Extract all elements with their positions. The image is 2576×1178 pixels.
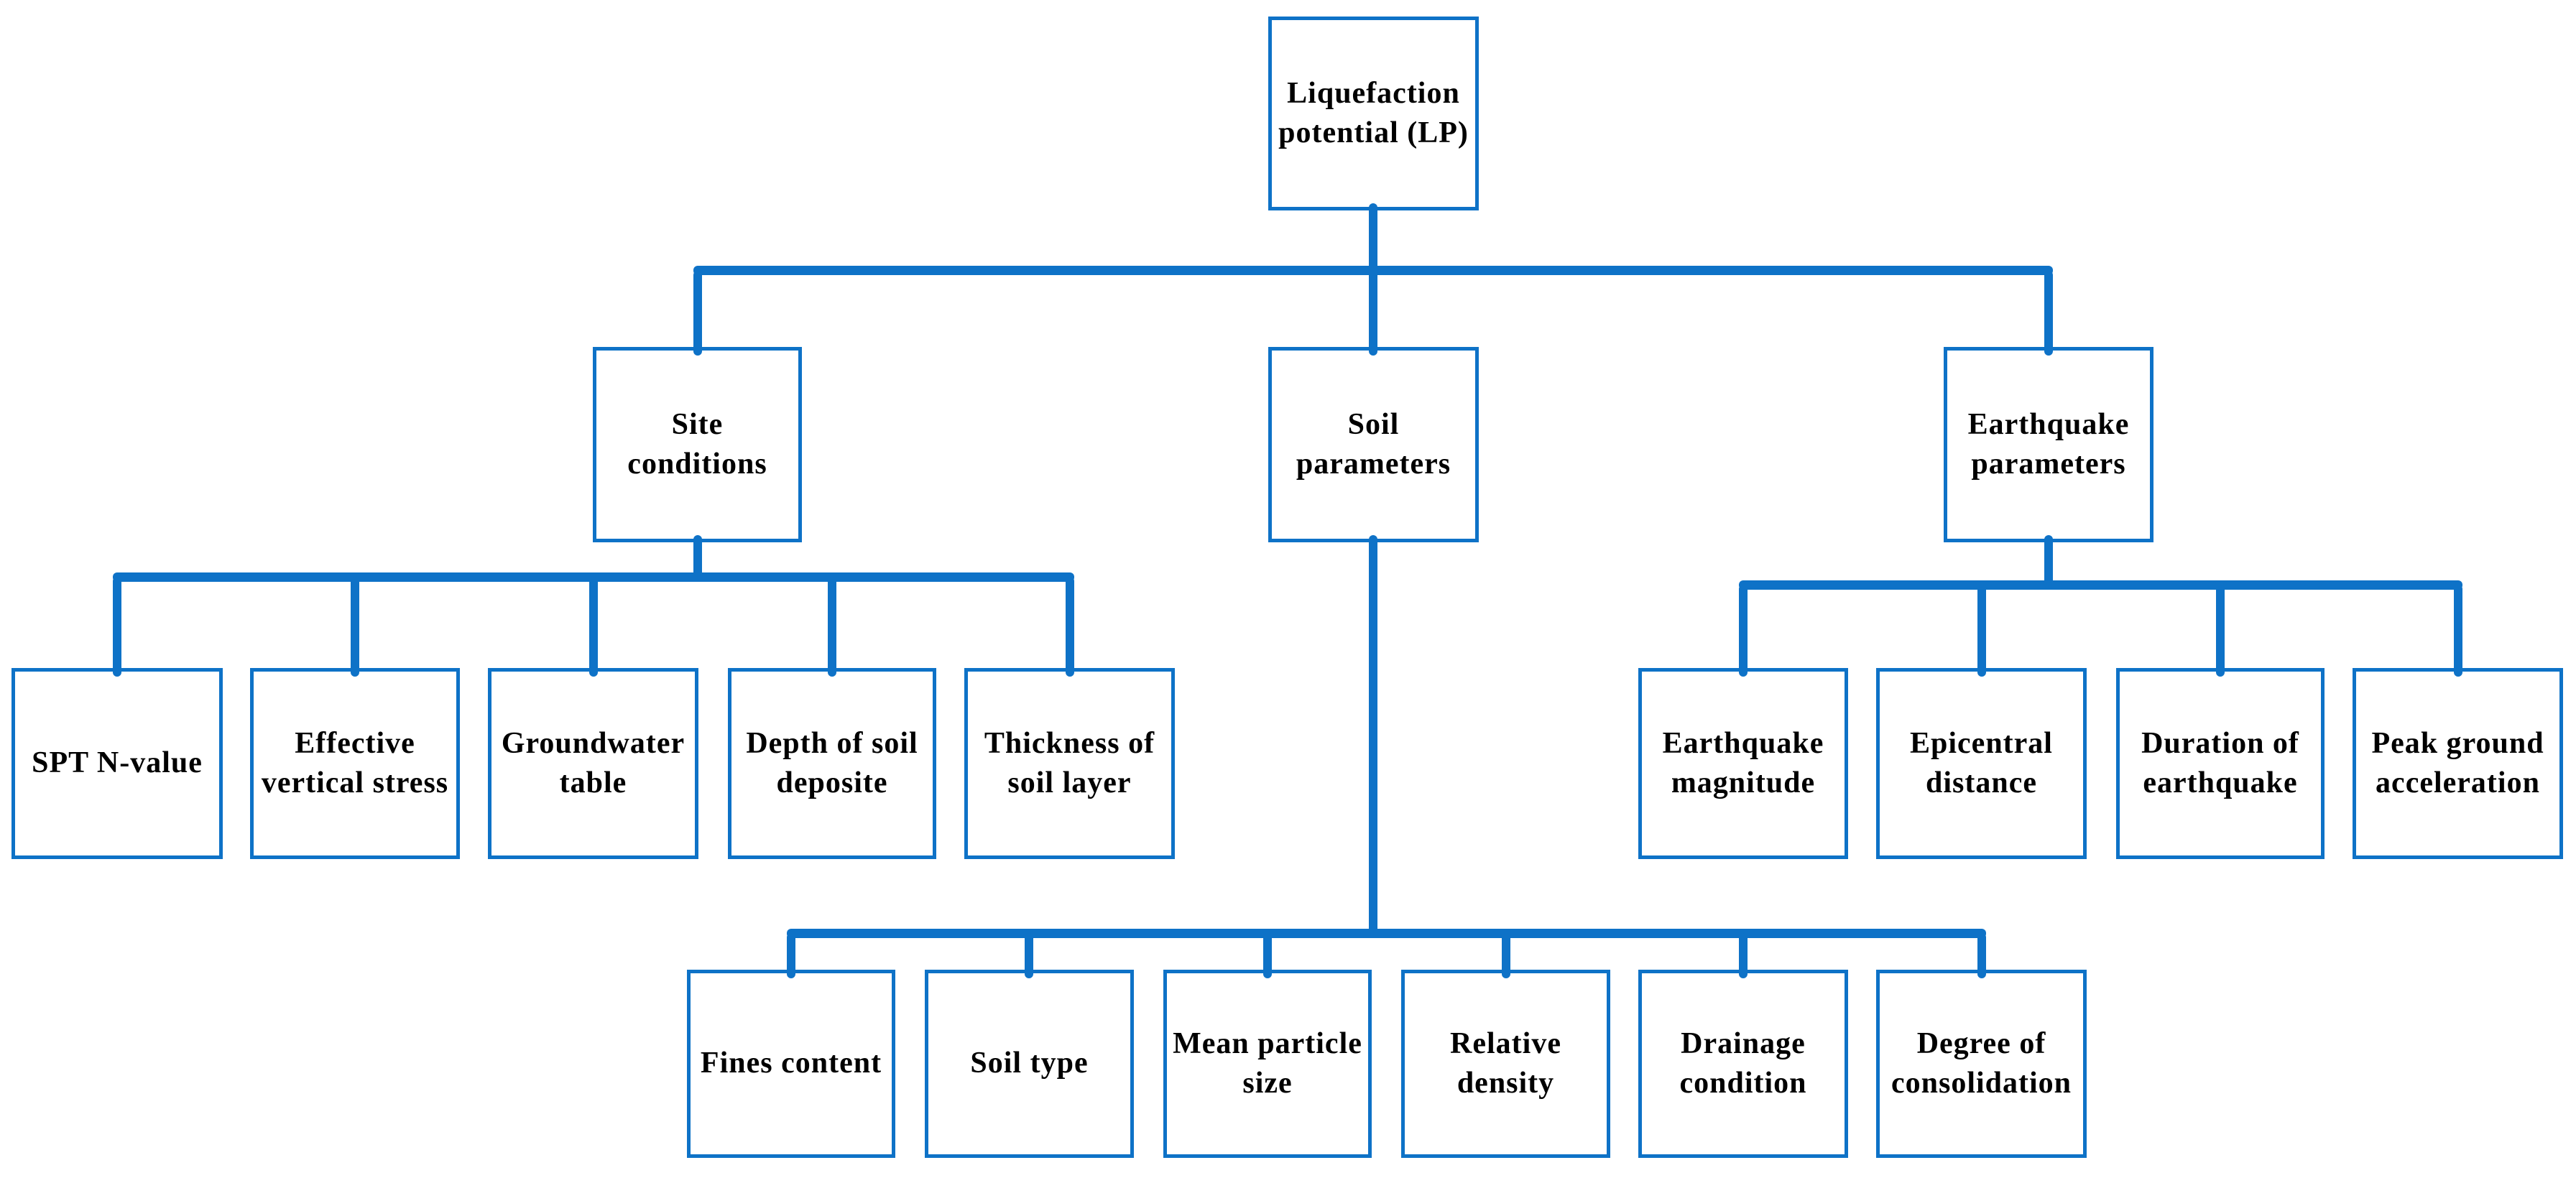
connector-earthquake-parameters-feed xyxy=(2044,535,2053,590)
connector-effective-vertical-stress-drop xyxy=(351,577,359,677)
connector-drainage-condition-drop xyxy=(1739,933,1748,978)
connector-earthquake-parameters-bus xyxy=(1739,580,2462,590)
node-label: Earthquake magnitude xyxy=(1662,726,1824,799)
node-label: Mean particle size xyxy=(1173,1026,1362,1100)
node-duration-of-earthquake: Duration of earthquake xyxy=(2116,668,2325,859)
node-earthquake-magnitude: Earthquake magnitude xyxy=(1638,668,1848,859)
node-label: Duration of earthquake xyxy=(2141,726,2299,799)
connector-site-conditions-drop xyxy=(693,271,702,356)
connector-degree-of-consolidation-drop xyxy=(1977,933,1986,978)
connector-peak-ground-acceleration-drop xyxy=(2454,585,2462,677)
connector-soil-parameters-feed xyxy=(1369,535,1377,938)
node-spt-n-value: SPT N-value xyxy=(11,668,223,859)
node-label: Groundwater table xyxy=(501,726,685,799)
connector-relative-density-drop xyxy=(1502,933,1510,978)
node-label: Peak ground acceleration xyxy=(2371,726,2544,799)
connector-epicentral-distance-drop xyxy=(1977,585,1986,677)
node-mean-particle-size: Mean particle size xyxy=(1163,970,1372,1158)
node-epicentral-distance: Epicentral distance xyxy=(1876,668,2087,859)
node-groundwater-table: Groundwater table xyxy=(488,668,698,859)
node-earthquake-parameters: Earthquake parameters xyxy=(1944,347,2153,542)
node-label: Fines content xyxy=(700,1047,882,1080)
node-label: Drainage condition xyxy=(1679,1026,1807,1100)
connector-mean-particle-size-drop xyxy=(1263,933,1272,978)
node-fines-content: Fines content xyxy=(687,970,895,1158)
node-label: Earthquake parameters xyxy=(1967,407,2130,481)
node-label: Soil type xyxy=(970,1047,1089,1080)
node-liquefaction-potential-lp: Liquefaction potential (LP) xyxy=(1268,17,1479,210)
connector-soil-type-drop xyxy=(1025,933,1033,978)
node-degree-of-consolidation: Degree of consolidation xyxy=(1876,970,2087,1158)
connector-duration-of-earthquake-drop xyxy=(2216,585,2225,677)
node-label: Epicentral distance xyxy=(1910,726,2053,799)
node-label: Degree of consolidation xyxy=(1891,1026,2072,1100)
node-site-conditions: Site conditions xyxy=(593,347,802,542)
node-relative-density: Relative density xyxy=(1401,970,1610,1158)
node-label: Depth of soil deposite xyxy=(746,726,918,799)
node-depth-of-soil-deposite: Depth of soil deposite xyxy=(728,668,936,859)
connector-soil-parameters-drop xyxy=(1369,271,1377,356)
connector-groundwater-table-drop xyxy=(589,577,598,677)
node-soil-parameters: Soil parameters xyxy=(1268,347,1479,542)
connector-spt-n-value-drop xyxy=(113,577,121,677)
connector-soil-parameters-bus xyxy=(787,929,1986,938)
node-label: SPT N-value xyxy=(32,746,203,780)
node-peak-ground-acceleration: Peak ground acceleration xyxy=(2353,668,2563,859)
connector-earthquake-parameters-drop xyxy=(2044,271,2053,356)
connector-depth-of-soil-deposite-drop xyxy=(828,577,836,677)
node-drainage-condition: Drainage condition xyxy=(1638,970,1848,1158)
node-label: Liquefaction potential (LP) xyxy=(1278,76,1469,149)
node-label: Soil parameters xyxy=(1296,407,1451,481)
node-soil-type: Soil type xyxy=(925,970,1134,1158)
connector-thickness-of-soil-layer-drop xyxy=(1066,577,1074,677)
node-thickness-of-soil-layer: Thickness of soil layer xyxy=(964,668,1175,859)
connector-fines-content-drop xyxy=(787,933,795,978)
node-effective-vertical-stress: Effective vertical stress xyxy=(250,668,460,859)
connector-earthquake-magnitude-drop xyxy=(1739,585,1748,677)
connector-level1-bus xyxy=(693,266,2053,275)
node-label: Relative density xyxy=(1450,1026,1561,1100)
node-label: Effective vertical stress xyxy=(261,726,449,799)
node-label: Thickness of soil layer xyxy=(984,726,1155,799)
connector-site-conditions-feed xyxy=(693,535,702,582)
connector-root-stem xyxy=(1369,203,1377,275)
node-label: Site conditions xyxy=(627,407,767,481)
